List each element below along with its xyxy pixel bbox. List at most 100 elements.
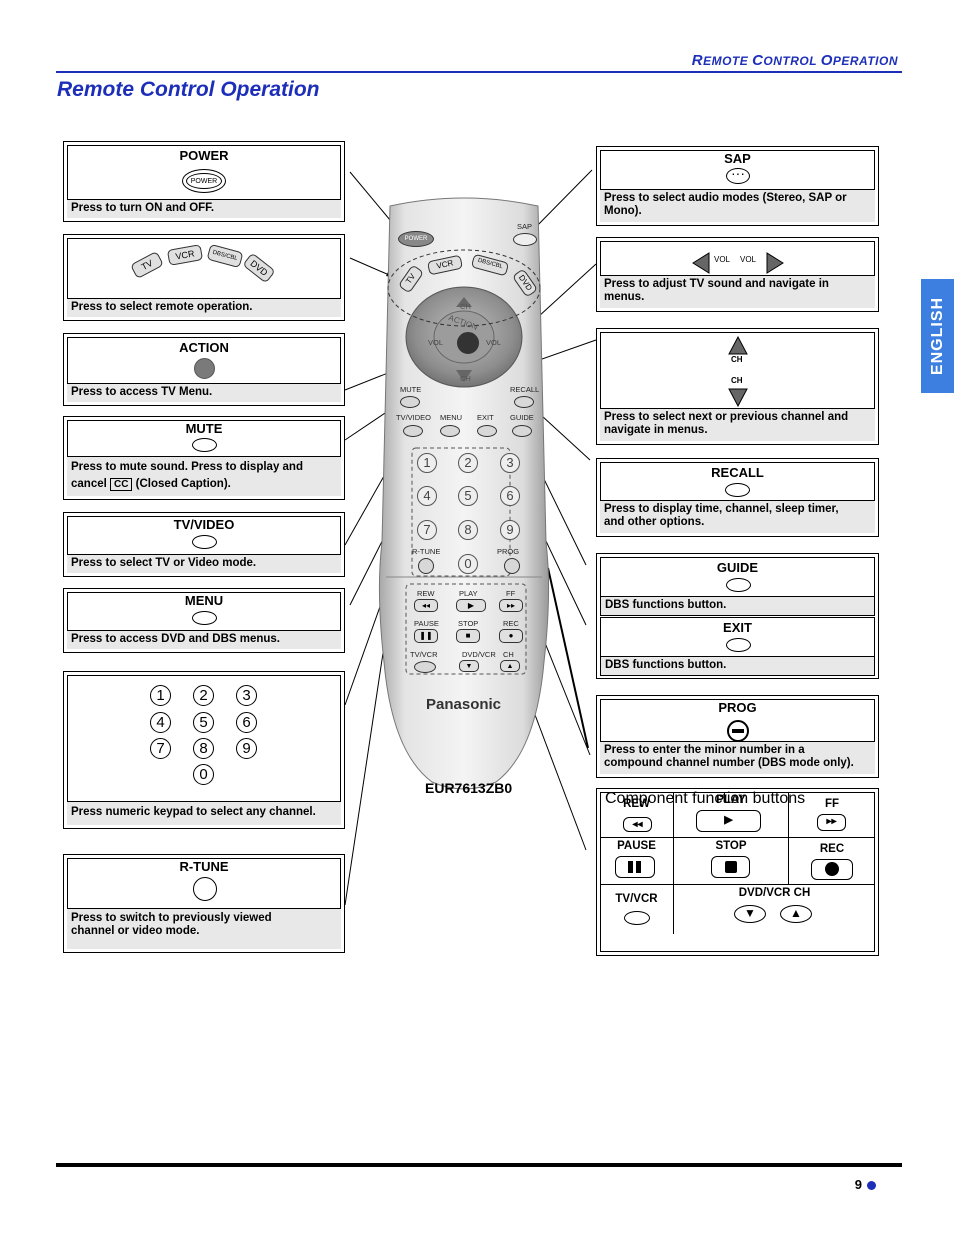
mute-desc: Press to mute sound. Press to display an… [67,456,341,496]
remote-key-2[interactable]: 2 [458,453,478,473]
remote-exit-button[interactable] [477,425,497,437]
sap-label: SAP [724,151,751,166]
rec-cell: REC [789,838,875,885]
remote-key-0[interactable]: 0 [458,554,478,574]
remote-sap-button[interactable] [513,233,537,246]
ch-arrows-icon [728,336,748,408]
remote-key-8[interactable]: 8 [458,520,478,540]
play-cell: PLAY ▶ [674,792,789,838]
remote-ch-down-button[interactable]: ▼ [459,660,479,672]
recall-button-icon [725,483,750,497]
language-tab[interactable]: ENGLISH [921,279,954,393]
ch-down-icon: ▼ [734,905,766,923]
sap-button-icon: ··· [726,166,750,184]
remote-tvvideo-button[interactable] [403,425,423,437]
remote-rec-button[interactable]: ● [499,629,523,643]
remote-sap-label: SAP [517,222,533,231]
remote-model-number: EUR7613ZB0 [425,780,513,796]
remote-rew-label: REW [417,589,435,598]
remote-mute-button[interactable] [400,396,420,408]
remote-prog-button[interactable] [504,558,520,574]
remote-recall-button[interactable] [514,396,534,408]
remote-key-6[interactable]: 6 [500,486,520,506]
remote-key-5[interactable]: 5 [458,486,478,506]
remote-menu-button[interactable] [440,425,460,437]
running-header: REMOTE CONTROL OPERATION [691,52,898,69]
prog-button-icon [727,720,749,742]
key-1-icon: 1 [150,685,171,706]
remote-key-4[interactable]: 4 [417,486,437,506]
remote-rtune-button[interactable] [418,558,434,574]
stop-cell: STOP [674,838,789,885]
key-2-icon: 2 [193,685,214,706]
remote-ff-label: FF [506,589,516,598]
remote-rtune-label: R-TUNE [412,547,441,556]
remote-key-9[interactable]: 9 [500,520,520,540]
remote-key-7[interactable]: 7 [417,520,437,540]
tvvideo-desc: Press to select TV or Video mode. [67,554,341,573]
key-6-icon: 6 [236,712,257,733]
remote-mute-label: MUTE [400,385,422,394]
remote-exit-label: EXIT [477,413,494,422]
remote-rew-button[interactable]: ◂◂ [414,599,438,612]
remote-action-button[interactable] [457,332,479,354]
tvvideo-callout: TV/VIDEO Press to select TV or Video mod… [63,512,345,577]
menu-callout: MENU Press to access DVD and DBS menus. [63,588,345,653]
brand-logo: Panasonic [426,696,502,713]
remote-guide-label: GUIDE [510,413,534,422]
remote-tvvcr-button[interactable] [414,661,436,673]
remote-tvvideo-label: TV/VIDEO [396,413,432,422]
vol-arrows-icon [692,252,784,274]
remote-menu-label: MENU [440,413,463,422]
key-8-icon: 8 [193,738,214,759]
rew-icon: ◂◂ [623,817,652,832]
bullet-icon [867,1181,876,1191]
remote-ch-up-button[interactable]: ▲ [500,660,520,672]
guide-exit-callout: GUIDE DBS functions button. EXIT DBS fun… [596,553,879,679]
remote-play-button[interactable]: ▶ [456,599,486,612]
component-buttons-table: REW ◂◂ PLAY ▶ FF ▸▸ PAUSE STOP REC TV/VC… [596,788,879,956]
ch-up-label: CH [731,355,743,364]
action-label: ACTION [179,340,229,355]
ch-up-icon: ▲ [780,905,812,923]
key-0-icon: 0 [193,764,214,785]
prog-label: PROG [718,700,757,715]
prog-callout: PROG Press to enter the minor number in … [596,695,879,778]
exit-desc: DBS functions button. [601,656,874,675]
rtune-callout: R-TUNE Press to switch to previously vie… [63,854,345,953]
dvdvcr-ch-cell: DVD/VCR CH ▼ ▲ [674,885,875,934]
remote-dvdvcr-label: DVD/VCR [462,650,496,659]
remote-pause-button[interactable]: ❚❚ [414,629,438,643]
vol-right-label: VOL [740,255,757,264]
recall-label: RECALL [711,465,764,480]
remote-key-1[interactable]: 1 [417,453,437,473]
remote-ff-button[interactable]: ▸▸ [499,599,523,612]
power-label: POWER [179,148,229,163]
remote-play-label: PLAY [459,589,478,598]
ch-callout: CH CH Press to select next or previous c… [596,328,879,445]
action-button-icon [194,358,215,379]
footer-rule [56,1163,902,1167]
remote-power-button[interactable]: POWER [398,231,434,247]
remote-guide-button[interactable] [512,425,532,437]
remote-key-3[interactable]: 3 [500,453,520,473]
remote-vol-right-label: VOL [486,338,502,347]
ch-down-label: CH [731,376,743,385]
remote-ch-top-label: CH [460,302,471,311]
exit-panel: EXIT DBS functions button. [600,617,875,676]
remote-control-image: POWER SAP TV VCR DBS/CBL DVD CH CH ACTIO… [376,192,552,792]
play-icon: ▶ [696,810,761,832]
keypad-desc: Press numeric keypad to select any chann… [67,801,341,825]
power-desc: Press to turn ON and OFF. [67,199,341,218]
remote-recall-label: RECALL [510,385,540,394]
key-5-icon: 5 [193,712,214,733]
recall-callout: RECALL Press to display time, channel, s… [596,458,879,537]
key-7-icon: 7 [150,738,171,759]
menu-label: MENU [184,593,224,608]
rtune-button-icon [193,877,217,901]
remote-stop-button[interactable]: ■ [456,629,480,643]
ff-icon: ▸▸ [817,814,846,831]
sap-desc: Press to select audio modes (Stereo, SAP… [600,189,875,222]
remote-vol-left-label: VOL [428,338,444,347]
